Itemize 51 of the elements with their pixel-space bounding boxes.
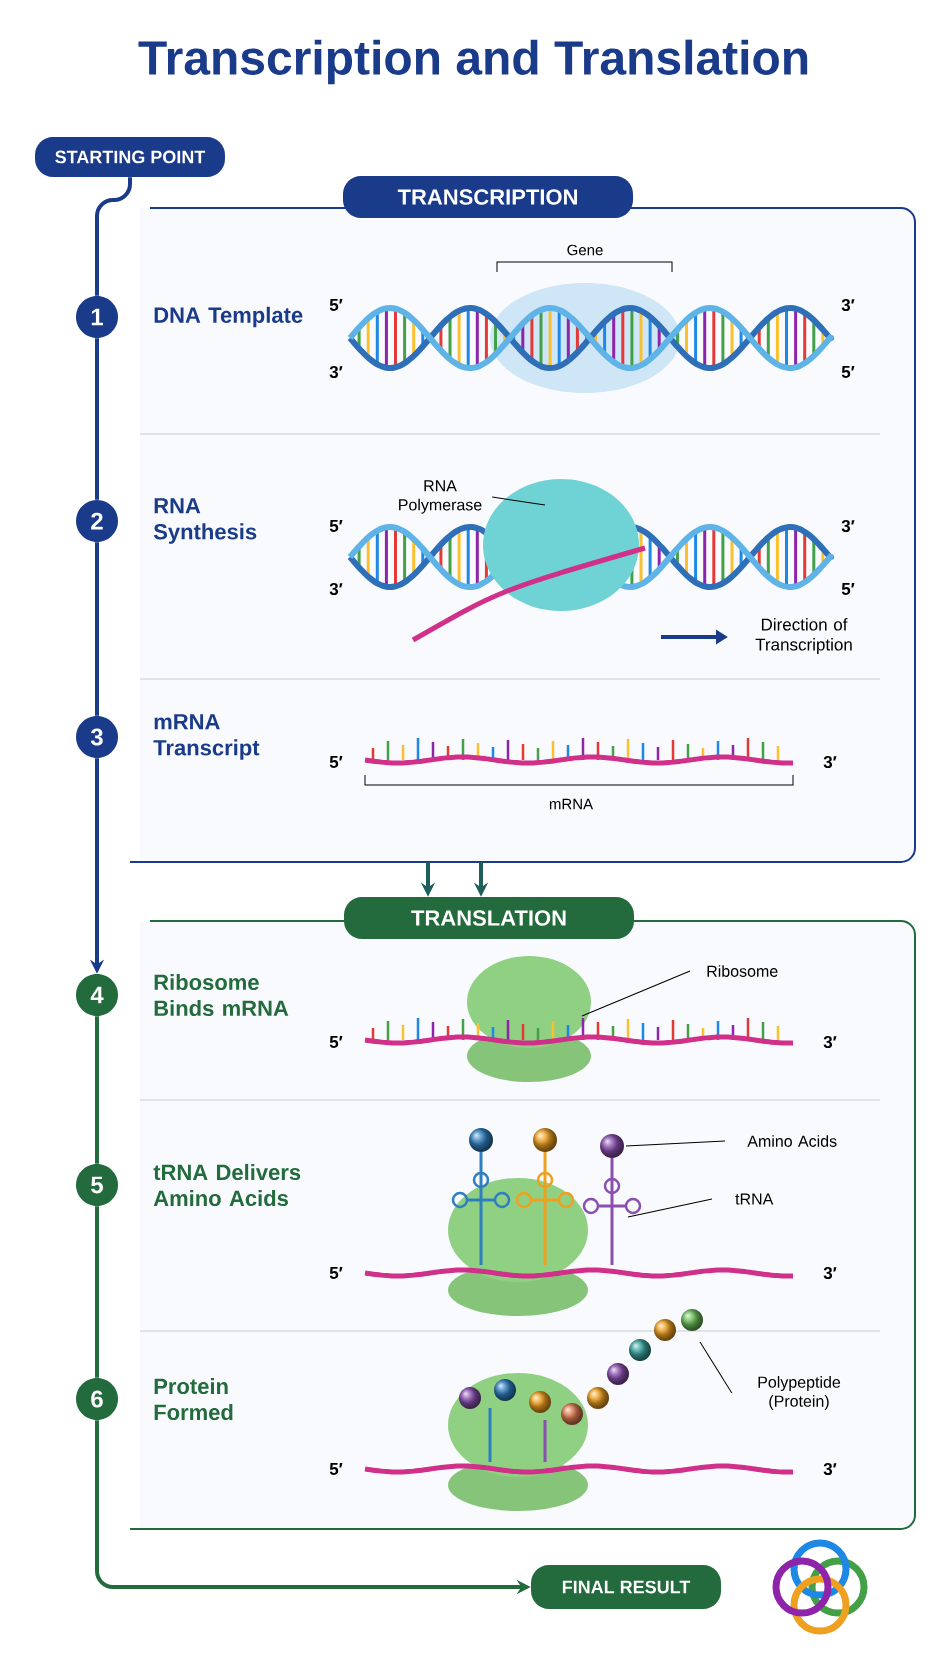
strand-end-label: 5′ <box>329 520 343 532</box>
result-badge: FINAL RESULT <box>531 1565 721 1609</box>
strand-end-label: 5′ <box>841 583 855 595</box>
strand-end-label: 3′ <box>823 1267 837 1280</box>
callout-label: Amino Acids <box>747 1135 837 1147</box>
step-number: 3 <box>76 716 118 758</box>
step-label: tRNA Delivers Amino Acids <box>153 1163 301 1207</box>
step-number: 2 <box>76 500 118 542</box>
leader-line <box>491 496 546 506</box>
step-number: 6 <box>76 1378 118 1420</box>
strand-end-label: 3′ <box>823 1463 837 1476</box>
strand-end-label: 3′ <box>823 1036 837 1049</box>
flow-line <box>95 1206 99 1378</box>
leader-line <box>699 1341 733 1394</box>
section-tab: TRANSCRIPTION <box>343 176 633 218</box>
strand-end-label: 5′ <box>329 1267 343 1279</box>
flow-line <box>95 1016 99 1164</box>
step-number: 4 <box>76 974 118 1016</box>
arrow-caption: Direction of Transcription <box>755 618 852 654</box>
flow-line <box>95 542 99 716</box>
step-label: RNA Synthesis <box>153 498 257 544</box>
title: Transcription and Translation <box>138 39 808 85</box>
strand-end-label: 3′ <box>329 365 343 379</box>
step-label: DNA Template <box>154 306 303 328</box>
strand-end-label: 3′ <box>329 582 343 596</box>
strand-end-label: 3′ <box>841 298 855 312</box>
leader-line <box>581 970 691 1017</box>
section-tab: TRANSLATION <box>344 897 634 939</box>
leader-line <box>625 1140 726 1147</box>
bracket-label: Gene <box>567 244 603 256</box>
callout-label: tRNA <box>735 1193 774 1205</box>
step-label: Protein Formed <box>154 1377 233 1421</box>
step-number: 5 <box>76 1164 118 1206</box>
strand-end-label: 5′ <box>329 299 343 311</box>
strand-end-label: 5′ <box>841 366 855 378</box>
strand-end-label: 5′ <box>329 1463 343 1475</box>
flow-line <box>95 338 99 500</box>
callout-label: Polypeptide (Protein) <box>758 1376 841 1410</box>
strand-end-label: 5′ <box>329 756 343 768</box>
step-label: Ribosome Binds mRNA <box>154 973 289 1017</box>
strand-end-label: 3′ <box>823 756 837 769</box>
leader-line <box>627 1198 713 1218</box>
callout-label: RNA Polymerase <box>399 480 482 514</box>
bracket-label: mRNA <box>549 798 594 810</box>
strand-end-label: 3′ <box>841 519 855 533</box>
strand-end-label: 5′ <box>329 1036 343 1048</box>
callout-label: Ribosome <box>707 965 778 977</box>
step-number: 1 <box>76 296 118 338</box>
step-label: mRNA Transcript <box>153 714 260 760</box>
start-badge: STARTING POINT <box>35 137 225 177</box>
flow-line <box>95 177 132 296</box>
